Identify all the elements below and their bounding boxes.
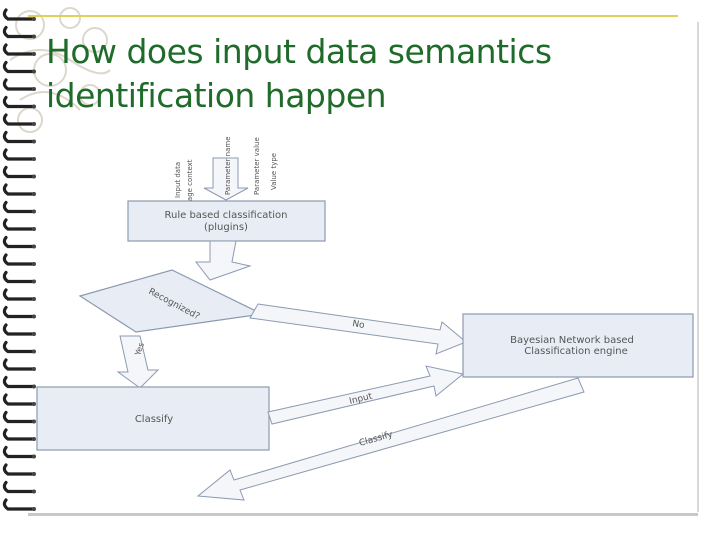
rule-box-line2: (plugins) (204, 222, 248, 233)
input-label-5: Value type (270, 153, 278, 190)
spiral-ring (2, 60, 36, 74)
spiral-ring (2, 78, 36, 91)
input-flow-arrow (267, 365, 465, 425)
bottom-border-line (28, 513, 698, 516)
bayesian-box (462, 313, 694, 378)
rule-to-decision-arrow (194, 240, 252, 281)
classify-flow-arrow (196, 377, 585, 501)
spiral-ring (2, 305, 36, 319)
spiral-ring (2, 270, 36, 284)
yes-arrow (116, 335, 160, 389)
input-label-2: Page context (186, 159, 194, 205)
spiral-ring (2, 148, 36, 161)
spiral-ring (2, 498, 36, 511)
spiral-ring (2, 445, 36, 459)
input-arrow (203, 157, 249, 201)
rule-based-box (127, 200, 326, 242)
spiral-ring (2, 463, 36, 476)
spiral-ring (2, 183, 36, 196)
no-arrow (249, 303, 467, 355)
no-label: No (351, 319, 365, 331)
spiral-ring (2, 253, 36, 266)
input-label-4: Parameter value (253, 137, 261, 195)
top-border-line (28, 15, 678, 17)
yes-label: Yes (133, 342, 146, 358)
spiral-binding (2, 8, 36, 511)
bayes-box-line1: Bayesian Network based (510, 335, 634, 346)
rule-box-line1: Rule based classification (165, 210, 288, 221)
spiral-ring (2, 323, 36, 336)
spiral-ring (2, 165, 36, 179)
right-border-line (697, 22, 699, 512)
bayes-box-line2: Classification engine (524, 346, 627, 357)
spiral-ring (2, 480, 36, 494)
spiral-ring (2, 130, 36, 144)
spiral-ring (2, 235, 36, 249)
spiral-ring (2, 393, 36, 406)
spiral-ring (2, 410, 36, 424)
spiral-ring (2, 113, 36, 126)
input-label-3: Parameter name (224, 137, 232, 196)
input-label-1: Input data (174, 162, 182, 198)
spiral-ring (2, 95, 36, 109)
spiral-ring (2, 358, 36, 371)
spiral-ring (2, 428, 36, 441)
spiral-ring (2, 375, 36, 389)
classify-box (36, 386, 270, 451)
classify-box-label: Classify (135, 414, 173, 425)
spiral-ring (2, 8, 36, 21)
slide-title: How does input data semantics identifica… (46, 32, 552, 115)
spiral-ring (2, 218, 36, 231)
spiral-ring (2, 288, 36, 301)
spiral-ring (2, 340, 36, 354)
spiral-ring (2, 43, 36, 56)
spiral-ring (2, 200, 36, 214)
spiral-ring (2, 25, 36, 39)
